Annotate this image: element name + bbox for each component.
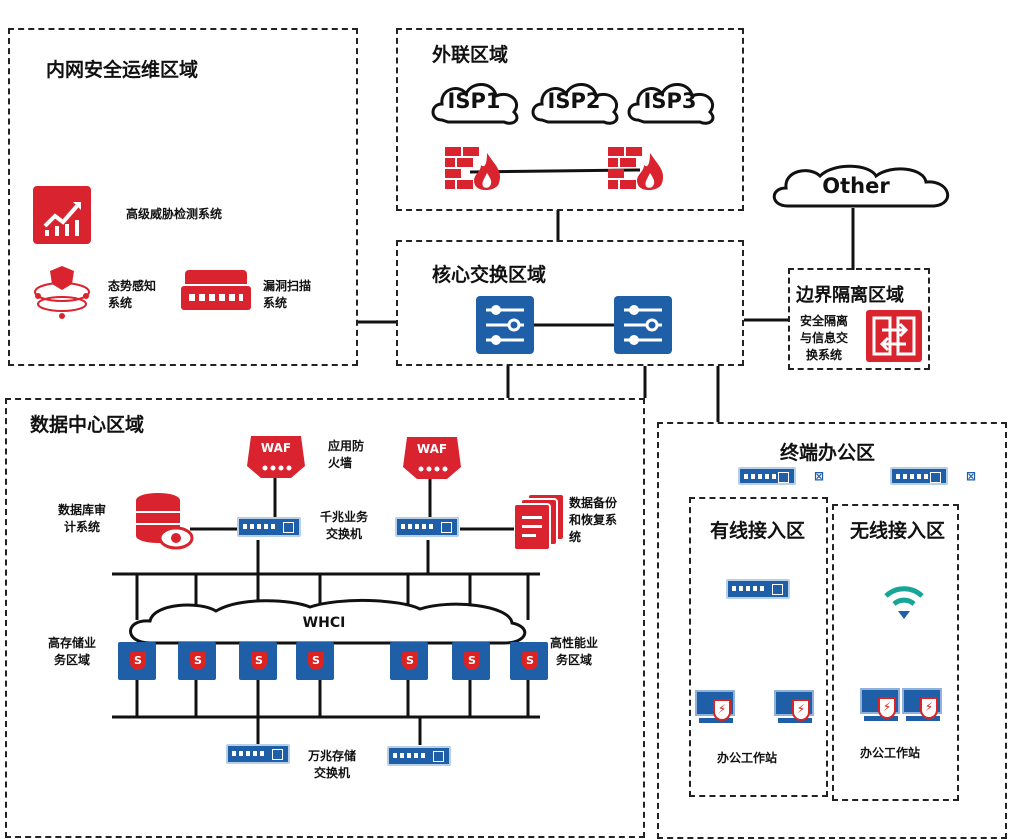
workstation-icon-4: ⚡ (902, 688, 944, 722)
isp1-label: ISP1 (447, 89, 501, 113)
workstation-icon-1: ⚡ (695, 690, 737, 724)
isp3-cloud-icon (627, 83, 715, 125)
isp2-label: ISP2 (547, 89, 601, 113)
zone-external-title: 外联区域 (432, 44, 509, 66)
zone-wireless (832, 504, 959, 801)
zone-intranet-ops (8, 28, 358, 366)
server-icon-2: S (178, 642, 216, 680)
zone-wired (689, 497, 828, 797)
zone-border-title: 边界隔离区域 (796, 285, 904, 306)
whci-cloud-icon (129, 598, 527, 645)
core-switch-icon-right (614, 296, 672, 354)
situation-awareness-icon (34, 266, 90, 319)
db-audit-icon (136, 493, 194, 550)
waf-badge-right: WAF (416, 442, 448, 456)
zone-core (396, 240, 744, 366)
isp3-label: ISP3 (643, 89, 697, 113)
border-system-label: 安全隔离 与信息交 换系统 (800, 314, 849, 362)
tengig-switch-icon-left (226, 744, 290, 764)
high-storage-label: 高存储业 务区域 (48, 636, 97, 667)
zone-wireless-title: 无线接入区 (850, 520, 946, 542)
zone-office-title: 终端办公区 (780, 442, 876, 464)
high-perf-label: 高性能业 务区域 (550, 636, 599, 667)
office-switch-icon-left (738, 467, 796, 485)
zone-border (788, 268, 930, 370)
zone-core-title: 核心交换区域 (432, 264, 547, 286)
situation-awareness-label: 态势感知 系统 (108, 279, 157, 310)
workstation-icon-2: ⚡ (774, 690, 816, 724)
waf-label: 应用防 火墙 (328, 439, 365, 470)
isolation-gateway-icon (866, 310, 922, 362)
isp2-cloud-icon (531, 83, 619, 125)
wired-workstation-label: 办公工作站 (717, 751, 778, 765)
office-switch-icon-right (890, 467, 948, 485)
firewall-icon-left (445, 147, 501, 191)
vuln-scan-icon (181, 270, 251, 312)
gigabit-switch-icon-left (237, 517, 301, 537)
db-audit-label: 数据库审 计系统 (58, 503, 107, 534)
backup-label: 数据备份 和恢复系 统 (569, 496, 618, 544)
waf-icon-left (247, 436, 305, 478)
zone-external (396, 28, 744, 211)
wifi-icon (884, 586, 924, 619)
link-icon-right: ⊠ (966, 469, 977, 483)
other-cloud-icon (772, 164, 950, 208)
isp1-cloud-icon (431, 83, 519, 125)
link-icon-left: ⊠ (814, 469, 825, 483)
zone-office (657, 422, 1007, 839)
server-icon-3: S (239, 642, 277, 680)
zone-datacenter-title: 数据中心区域 (30, 414, 145, 436)
backup-icon (514, 494, 565, 550)
server-icon-5: S (390, 642, 428, 680)
gigabit-switch-label: 千兆业务 交换机 (320, 510, 369, 541)
threat-detection-label: 高级威胁检测系统 (126, 207, 223, 221)
tengig-switch-label: 万兆存储 交换机 (308, 749, 357, 780)
server-icon-1: S (118, 642, 156, 680)
gigabit-switch-icon-right (395, 517, 459, 537)
server-icon-6: S (452, 642, 490, 680)
workstation-icon-3: ⚡ (860, 688, 902, 722)
tengig-switch-icon-right (387, 746, 451, 766)
threat-detection-icon (33, 186, 91, 244)
waf-icon-right (403, 437, 461, 479)
zone-datacenter (5, 398, 645, 838)
firewall-icon-right (608, 147, 664, 191)
wired-switch-icon (726, 579, 790, 599)
wireless-workstation-label: 办公工作站 (860, 746, 921, 760)
other-cloud-label: Other (822, 174, 890, 198)
core-switch-icon-left (476, 296, 534, 354)
server-icon-7: S (510, 642, 548, 680)
zone-intranet-ops-title: 内网安全运维区域 (46, 59, 199, 81)
zone-wired-title: 有线接入区 (710, 520, 806, 542)
server-icon-4: S (296, 642, 334, 680)
whci-label: WHCI (302, 615, 346, 631)
vuln-scan-label: 漏洞扫描 系统 (263, 279, 312, 310)
waf-badge-left: WAF (260, 441, 292, 455)
